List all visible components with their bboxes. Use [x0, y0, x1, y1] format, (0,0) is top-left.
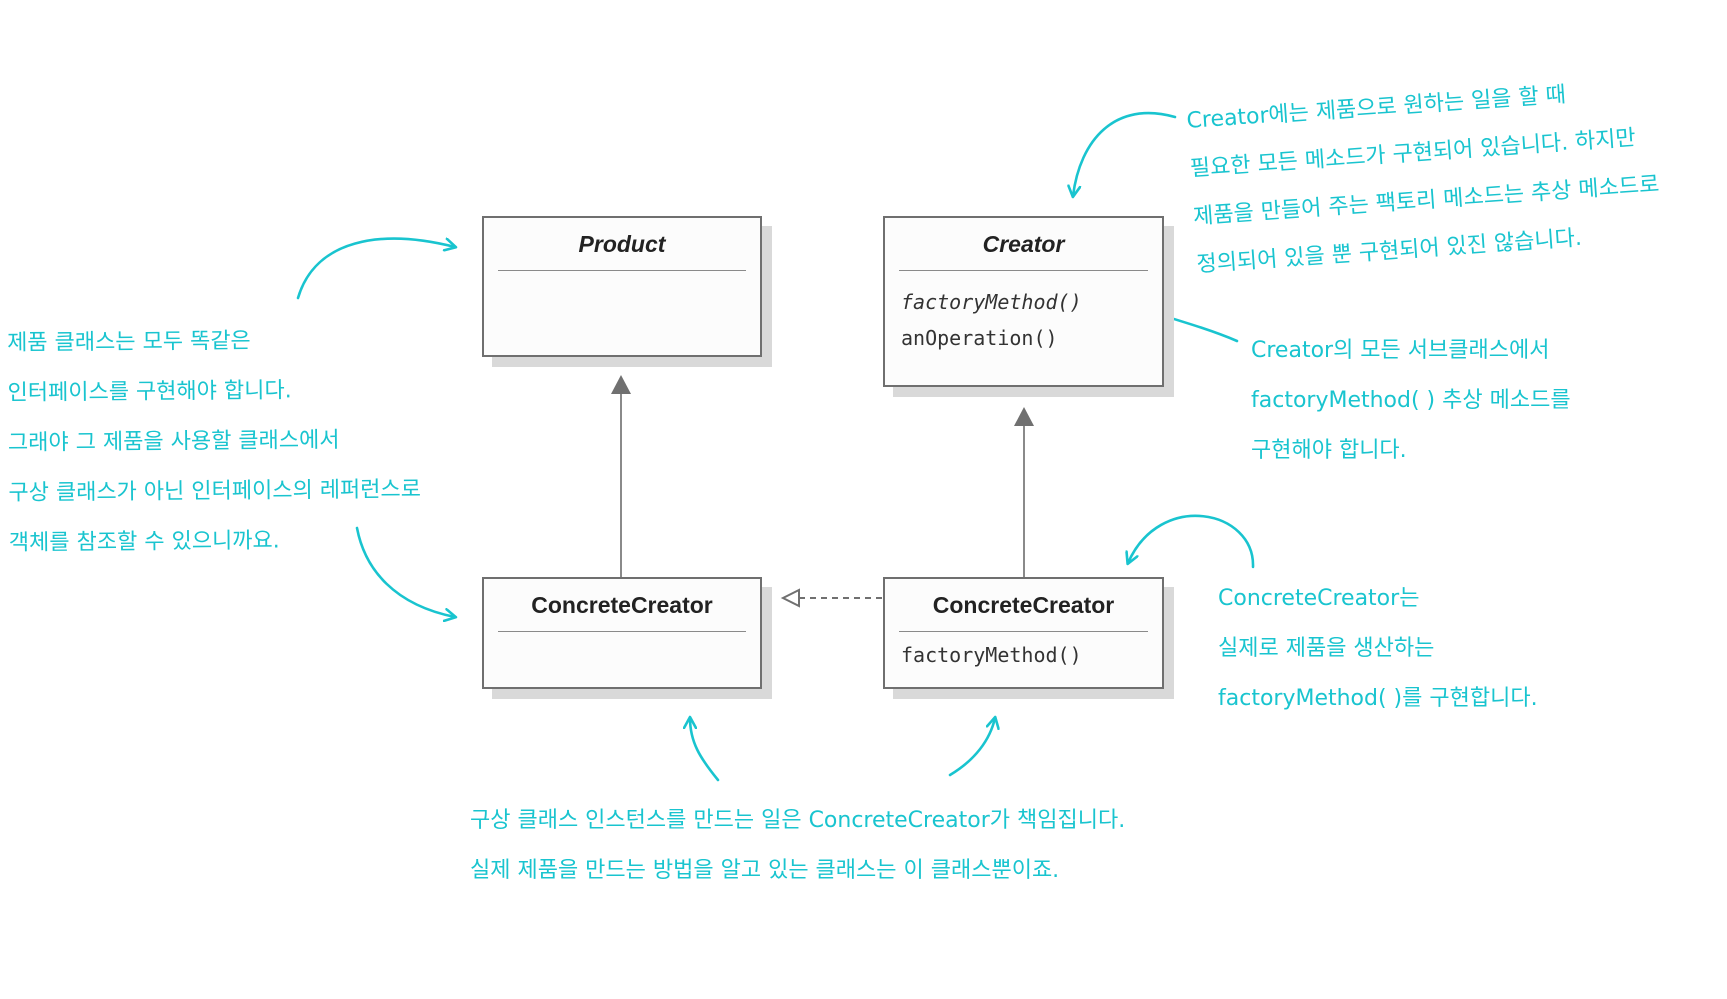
product-note-line-2: 인터페이스를 구현해야 합니다. — [7, 378, 292, 406]
creator-note-arrow — [1073, 111, 1177, 196]
product-note-line-4: 구상 클래스가 아닌 인터페이스의 레퍼런스로 — [8, 477, 422, 506]
operation-factory-method: factoryMethod() — [901, 643, 1082, 667]
product-note-arrow-down — [355, 526, 455, 617]
inheritance-arrowhead-creator — [1014, 407, 1034, 426]
class-creator-name: Creator — [982, 231, 1065, 257]
class-creator: Creator factoryMethod() anOperation() — [883, 216, 1164, 387]
operation-factory-method-abstract: factoryMethod() — [901, 290, 1082, 314]
bottom-note-line-2: 실제 제품을 만드는 방법을 알고 있는 클래스는 이 클래스뿐이죠. — [470, 858, 1060, 883]
class-concrete-product-divider — [498, 631, 746, 632]
class-creator-operations: factoryMethod() anOperation() — [901, 284, 1082, 356]
inheritance-arrowhead-product — [611, 375, 631, 394]
subclass-note-line-3: 구현해야 합니다. — [1251, 438, 1407, 463]
concrete-creator-note-line-1: ConcreteCreator는 — [1218, 586, 1420, 611]
class-creator-divider — [899, 270, 1148, 271]
class-product: Product — [482, 216, 762, 357]
bottom-note: 구상 클래스 인스턴스를 만드는 일은 ConcreteCreator가 책임집… — [470, 796, 1125, 896]
class-concrete-creator-divider — [899, 631, 1148, 632]
concrete-creator-note-arrow — [1128, 514, 1255, 569]
class-concrete-creator: ConcreteCreator factoryMethod() — [883, 577, 1164, 689]
class-product-name: Product — [578, 231, 666, 257]
bottom-note-line-1: 구상 클래스 인스턴스를 만드는 일은 ConcreteCreator가 책임집… — [470, 808, 1126, 833]
dependency-arrowhead — [780, 588, 800, 608]
bottom-note-arrow-right — [948, 718, 995, 777]
creator-note: Creator에는 제품으로 원하는 일을 할 때 필요한 모든 메소드가 구현… — [1185, 65, 1664, 289]
class-product-divider — [498, 270, 746, 271]
concrete-creator-note-line-3: factoryMethod( )를 구현합니다. — [1218, 686, 1538, 711]
product-note-line-5: 객체를 참조할 수 있으니까요. — [8, 528, 280, 556]
bottom-note-arrow-left — [690, 718, 720, 782]
product-note: 제품 클래스는 모두 똑같은 인터페이스를 구현해야 합니다. 그래야 그 제품… — [7, 315, 422, 569]
concrete-creator-note: ConcreteCreator는 실제로 제품을 생산하는 factoryMet… — [1218, 574, 1538, 724]
product-note-line-3: 그래야 그 제품을 사용할 클래스에서 — [7, 427, 340, 456]
class-concrete-creator-operations: factoryMethod() — [901, 637, 1082, 673]
subclass-note: Creator의 모든 서브클래스에서 factoryMethod( ) 추상 … — [1251, 326, 1571, 476]
class-concrete-product-name: ConcreteCreator — [531, 592, 713, 618]
product-note-line-1: 제품 클래스는 모두 똑같은 — [7, 328, 251, 356]
concrete-creator-note-line-2: 실제로 제품을 생산하는 — [1218, 636, 1435, 661]
class-concrete-creator-name: ConcreteCreator — [932, 592, 1115, 618]
subclass-note-line-2: factoryMethod( ) 추상 메소드를 — [1251, 388, 1571, 413]
product-note-arrow-up — [296, 237, 455, 300]
operation-an-operation: anOperation() — [901, 326, 1058, 350]
class-concrete-product: ConcreteCreator — [482, 577, 762, 689]
subclass-note-line-1: Creator의 모든 서브클래스에서 — [1251, 338, 1550, 363]
